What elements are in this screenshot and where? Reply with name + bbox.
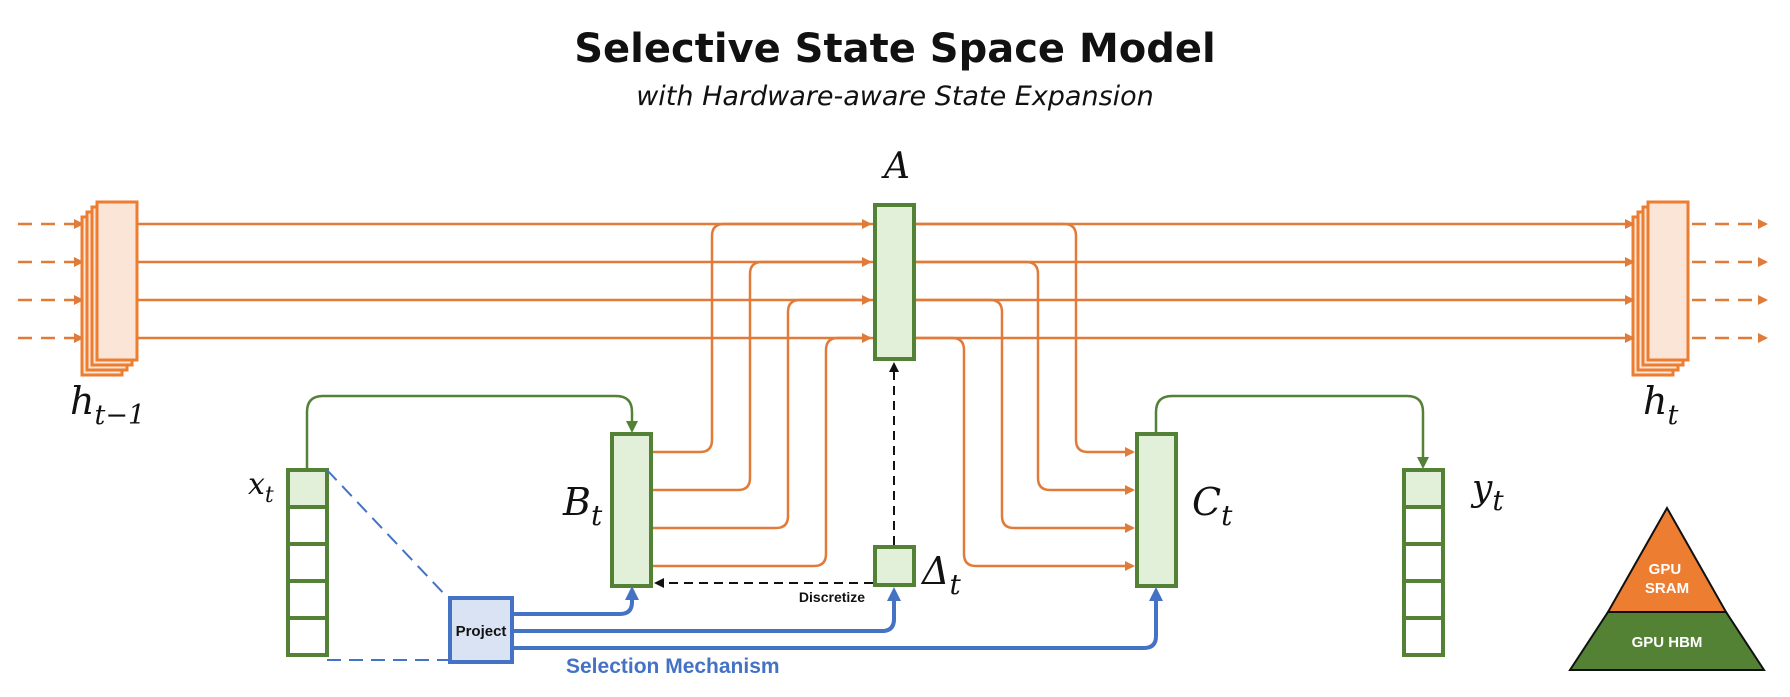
gpu-sram-label: GPU SRAM [1645,561,1689,597]
x-label: xt [248,467,274,508]
y-label: yt [1470,468,1504,517]
c-to-y-arrow [1154,394,1429,469]
state-block-prev [80,200,139,377]
selection-arrows [514,586,1163,650]
discretize-label: Discretize [799,589,865,605]
c-label: Ct [1192,480,1233,532]
c-matrix-box [1135,432,1178,588]
h-prev-label: ht−1 [70,379,145,431]
projection-guides [326,469,449,661]
project-box [448,596,514,664]
a-label: A [881,146,910,187]
h-next-label: ht [1643,379,1678,431]
b-label: Bt [562,480,603,532]
diagram-title: Selective State Space Model [574,26,1216,72]
delta-label: Δt [920,549,961,601]
state-block-next [1631,200,1690,377]
gpu-memory-pyramid: GPU SRAM GPU HBM [1568,505,1766,671]
y-vector [1402,468,1445,657]
delta-box [873,545,916,587]
a-matrix-box [873,203,916,361]
state-dashed-arrows [18,219,1768,343]
gpu-hbm-tier [1568,611,1766,671]
selection-mechanism-label: Selection Mechanism [566,655,780,678]
a-to-c-routes [914,222,1135,571]
x-vector [286,468,329,657]
b-to-a-routes [651,219,872,568]
x-to-b-arrow [305,394,638,470]
project-label: Project [456,623,507,640]
diagram-subtitle: with Hardware-aware State Expansion [636,81,1154,112]
b-matrix-box [610,432,653,588]
gpu-hbm-label: GPU HBM [1632,634,1703,651]
